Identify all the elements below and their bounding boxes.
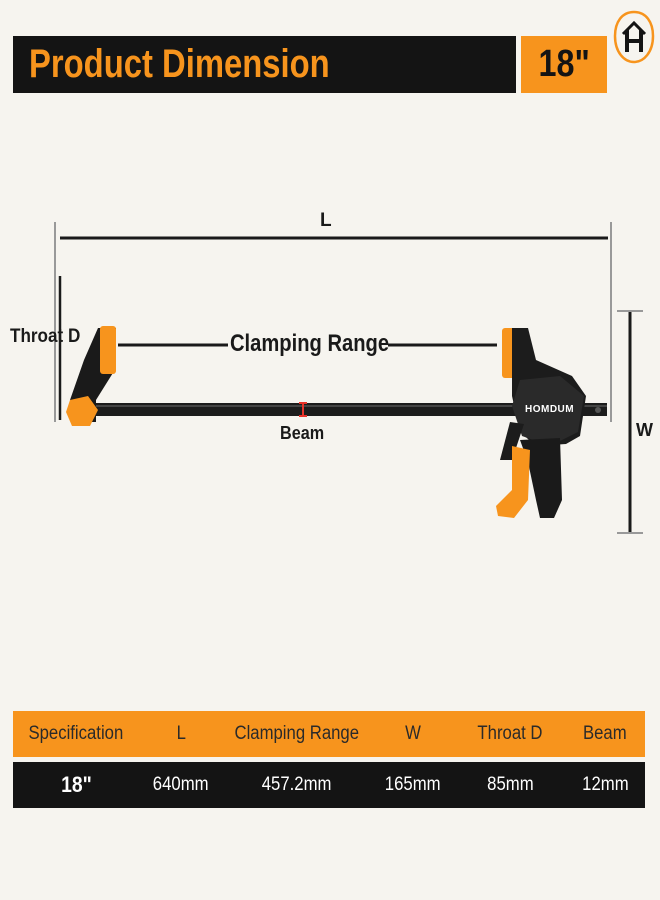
header-cell: W <box>405 723 421 744</box>
title-bar: Product Dimension <box>13 36 516 93</box>
value-cell: 85mm <box>486 774 534 795</box>
value-cell: 165mm <box>385 774 441 795</box>
clamping-range-label: Clamping Range <box>230 330 390 357</box>
header-cell: Clamping Range <box>234 723 360 744</box>
size-badge-label: 18" <box>538 43 590 85</box>
length-dimension-line <box>54 222 612 422</box>
spec-table: Specification L Clamping Range W Throat … <box>13 711 645 808</box>
house-h-logo-icon <box>613 10 655 64</box>
header-cell: Beam <box>583 723 627 744</box>
value-cell: 12mm <box>581 774 629 795</box>
clamp-illustration <box>54 222 643 534</box>
header-cell: Throat D <box>477 723 543 744</box>
spec-table-header: Specification L Clamping Range W Throat … <box>13 711 645 757</box>
length-label: L <box>320 210 332 231</box>
product-diagram: L Throat D Clamping Range Beam W HOMDUM <box>0 200 660 560</box>
value-cell: 457.2mm <box>262 774 332 795</box>
size-badge: 18" <box>521 36 607 93</box>
header-cell: L <box>176 723 186 744</box>
throat-label: Throat D <box>10 326 81 347</box>
width-label: W <box>636 420 653 440</box>
header-cell: Specification <box>28 723 124 744</box>
brand-label: HOMDUM <box>525 404 575 415</box>
beam-label: Beam <box>280 423 325 443</box>
spec-table-row: 18" 640mm 457.2mm 165mm 85mm 12mm <box>13 762 645 808</box>
value-cell: 18" <box>60 772 92 797</box>
value-cell: 640mm <box>153 774 209 795</box>
page-title: Product Dimension <box>29 42 330 86</box>
right-jaw-handle <box>496 328 586 518</box>
left-jaw <box>66 326 116 426</box>
width-dimension-line <box>617 310 643 534</box>
beam-marker <box>299 402 307 417</box>
